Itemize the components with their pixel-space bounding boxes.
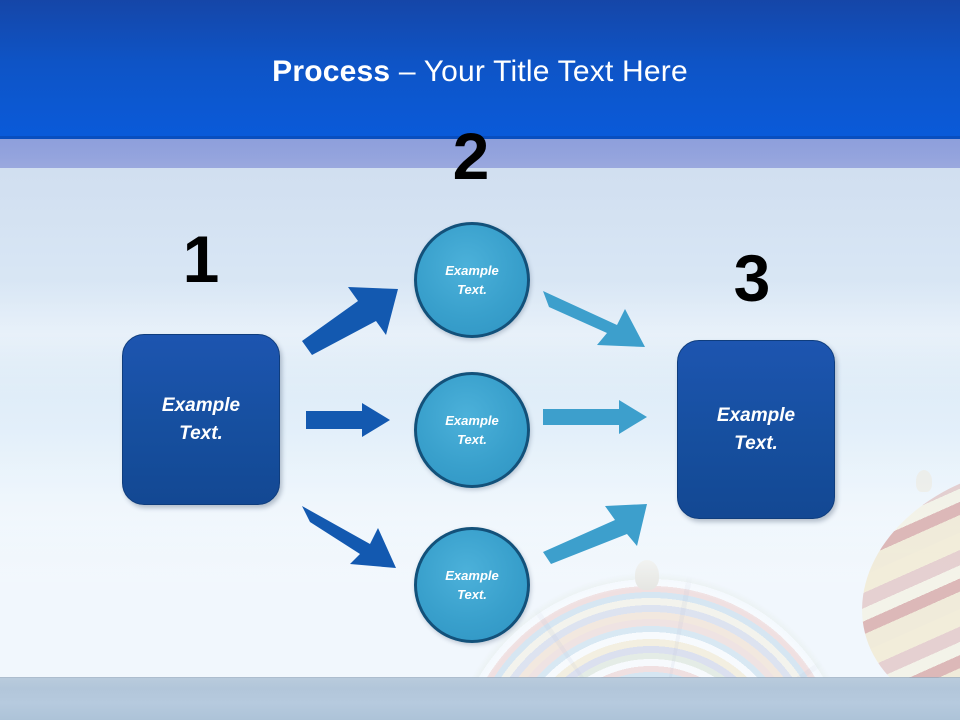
page-title: Process – Your Title Text Here bbox=[0, 52, 960, 92]
umbrella-finial-icon bbox=[635, 560, 659, 590]
accent-band bbox=[0, 139, 960, 168]
arrow-circle-middle-to-end-icon bbox=[543, 400, 647, 434]
arrow-start-to-circle-bottom-icon bbox=[302, 506, 396, 568]
process-box-end[interactable]: Example Text. bbox=[677, 340, 835, 519]
step-number-1: 1 bbox=[182, 222, 220, 296]
process-circle-bottom[interactable]: Example Text. bbox=[414, 527, 530, 643]
step-number-2: 2 bbox=[452, 119, 490, 193]
process-circle-top[interactable]: Example Text. bbox=[414, 222, 530, 338]
title-banner bbox=[0, 0, 960, 139]
process-circle-middle-label: Example Text. bbox=[445, 413, 499, 447]
page-title-rest: – Your Title Text Here bbox=[390, 55, 688, 88]
arrow-circle-top-to-end-icon bbox=[543, 291, 645, 347]
process-circle-middle[interactable]: Example Text. bbox=[414, 372, 530, 488]
process-box-start[interactable]: Example Text. bbox=[122, 334, 280, 505]
process-circle-top-label: Example Text. bbox=[445, 263, 499, 297]
process-box-start-label: Example Text. bbox=[161, 394, 241, 444]
arrow-start-to-circle-middle-icon bbox=[306, 403, 390, 437]
arrow-start-to-circle-top-icon bbox=[302, 287, 398, 355]
arrow-circle-bottom-to-end-icon bbox=[543, 504, 647, 564]
process-box-end-label: Example Text. bbox=[716, 404, 796, 454]
process-circle-bottom-label: Example Text. bbox=[445, 568, 499, 602]
umbrella-secondary-finial-icon bbox=[916, 470, 932, 492]
step-number-3: 3 bbox=[733, 241, 771, 315]
background-sea bbox=[0, 678, 960, 720]
page-title-bold: Process bbox=[272, 55, 391, 88]
